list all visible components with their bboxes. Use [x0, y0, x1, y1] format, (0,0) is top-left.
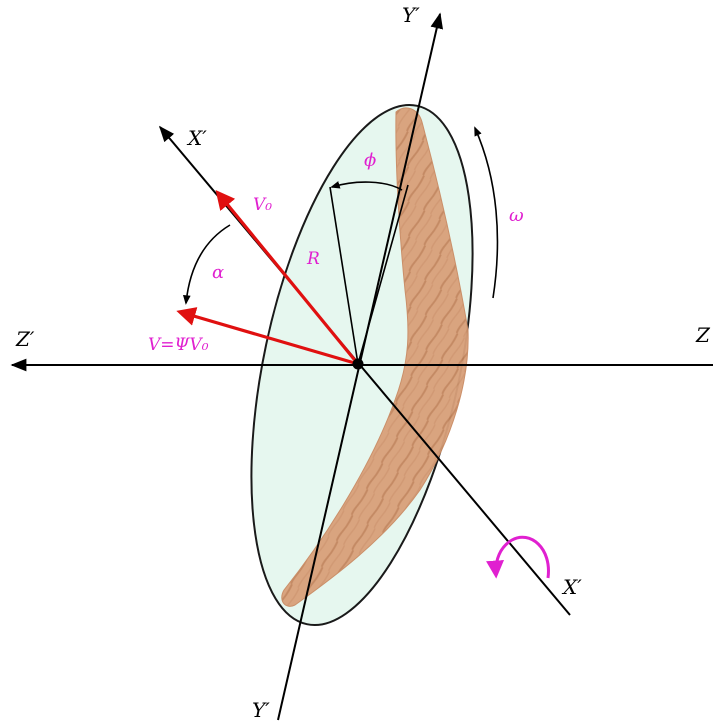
v0-vector: [215, 190, 360, 366]
x-prime-bottom-label: X′: [561, 575, 582, 599]
z-prime-label: Z′: [15, 327, 35, 351]
omega-label: ω: [509, 205, 524, 226]
y-prime-bottom-label: Y′: [252, 698, 270, 722]
y-prime-top-label: Y′: [402, 3, 420, 27]
phi-arc: [330, 181, 403, 191]
v0-label: V₀: [253, 195, 272, 215]
origin-point: [352, 358, 364, 370]
spin-arrow: [486, 535, 550, 579]
r-label: R: [306, 249, 320, 269]
phi-label: ϕ: [364, 150, 376, 171]
v-label: V=ΨV₀: [148, 335, 209, 355]
v-vector: [176, 307, 359, 366]
z-label: Z: [695, 323, 711, 347]
boomerang-shape: [281, 107, 469, 607]
alpha-arc: [182, 224, 231, 305]
radius-line-2: [357, 184, 409, 365]
x-prime-top-label: X′: [186, 126, 207, 150]
alpha-label: α: [212, 262, 224, 283]
omega-arc: [474, 126, 499, 299]
radius-line: [329, 186, 359, 365]
